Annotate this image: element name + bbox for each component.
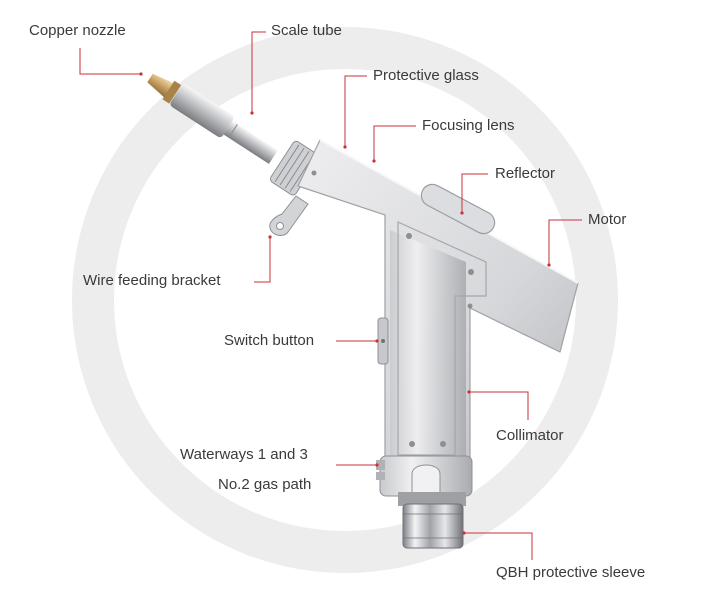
label-reflector: Reflector — [495, 165, 556, 182]
reflector-window — [420, 183, 496, 235]
label-wire-feeding-bracket: Wire feeding bracket — [83, 272, 221, 289]
leader-qbh-sleeve — [465, 532, 533, 560]
label-focusing-lens: Focusing lens — [422, 117, 515, 134]
leader-focusing-lens — [373, 125, 416, 160]
label-protective-glass: Protective glass — [373, 67, 479, 84]
background-ring — [72, 27, 618, 573]
lower-collar — [376, 455, 473, 497]
label-switch-button: Switch button — [224, 332, 315, 349]
copper-nozzle-part — [147, 73, 182, 104]
label-copper-nozzle: Copper nozzle — [29, 22, 126, 39]
leader-protective-glass — [344, 75, 367, 146]
label-motor: Motor — [588, 211, 627, 228]
leader-lines — [79, 31, 582, 560]
label-qbh-sleeve: QBH protective sleeve — [496, 564, 646, 581]
leader-collimator — [470, 391, 529, 420]
scale-tube-part — [170, 84, 278, 164]
knurled-nut — [269, 140, 320, 196]
welding-gun — [147, 73, 579, 549]
leader-wire-feeding-bracket — [254, 238, 271, 283]
side-panel — [397, 221, 487, 456]
leader-motor — [548, 219, 582, 264]
gun-handle — [390, 230, 466, 468]
wire-feeding-bracket-part — [269, 195, 309, 236]
label-waterways: Waterways 1 and 3 — [180, 446, 308, 463]
leader-scale-tube — [251, 31, 266, 112]
label-collimator: Collimator — [496, 427, 564, 444]
label-gas-path: No.2 gas path — [218, 476, 312, 493]
leader-copper-nozzle — [79, 48, 140, 75]
leader-reflector — [461, 173, 488, 212]
label-scale-tube: Scale tube — [271, 22, 342, 39]
qbh-sleeve-part — [398, 492, 466, 549]
